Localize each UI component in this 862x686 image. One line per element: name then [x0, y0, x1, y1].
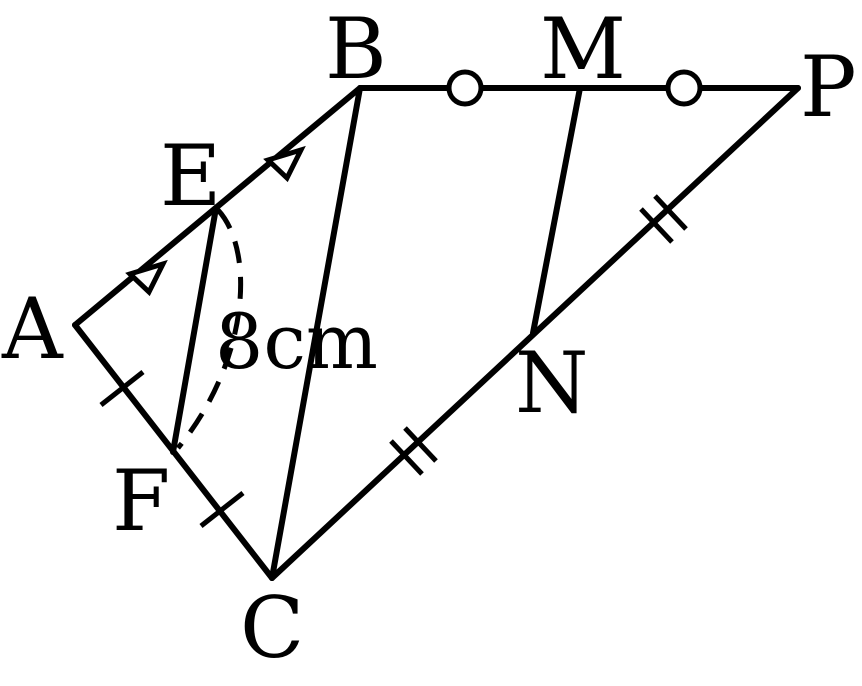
label-F: F — [112, 452, 170, 550]
segment-MN — [530, 85, 583, 336]
label-M: M — [540, 0, 626, 98]
segment-EF — [170, 205, 219, 455]
double-tick-PN-1 — [639, 207, 674, 244]
label-B: B — [325, 0, 387, 98]
segment-BC — [269, 85, 363, 581]
double-tick-PN-2 — [653, 194, 688, 231]
measurement-label: 8cm — [215, 297, 378, 386]
circle-mark-BM — [446, 69, 484, 107]
tick-mark-AF — [99, 370, 145, 407]
label-E: E — [160, 127, 221, 225]
circle-mark-MP — [665, 69, 703, 107]
tick-mark-FC — [199, 491, 245, 528]
double-tick-NC-2 — [403, 426, 438, 463]
arrow-mark-EB — [263, 145, 306, 183]
label-P: P — [800, 38, 857, 136]
label-A: A — [1, 280, 64, 378]
label-C: C — [240, 579, 304, 677]
label-N: N — [515, 334, 589, 432]
arrow-mark-AE — [125, 259, 168, 297]
double-tick-NC-1 — [389, 439, 424, 476]
